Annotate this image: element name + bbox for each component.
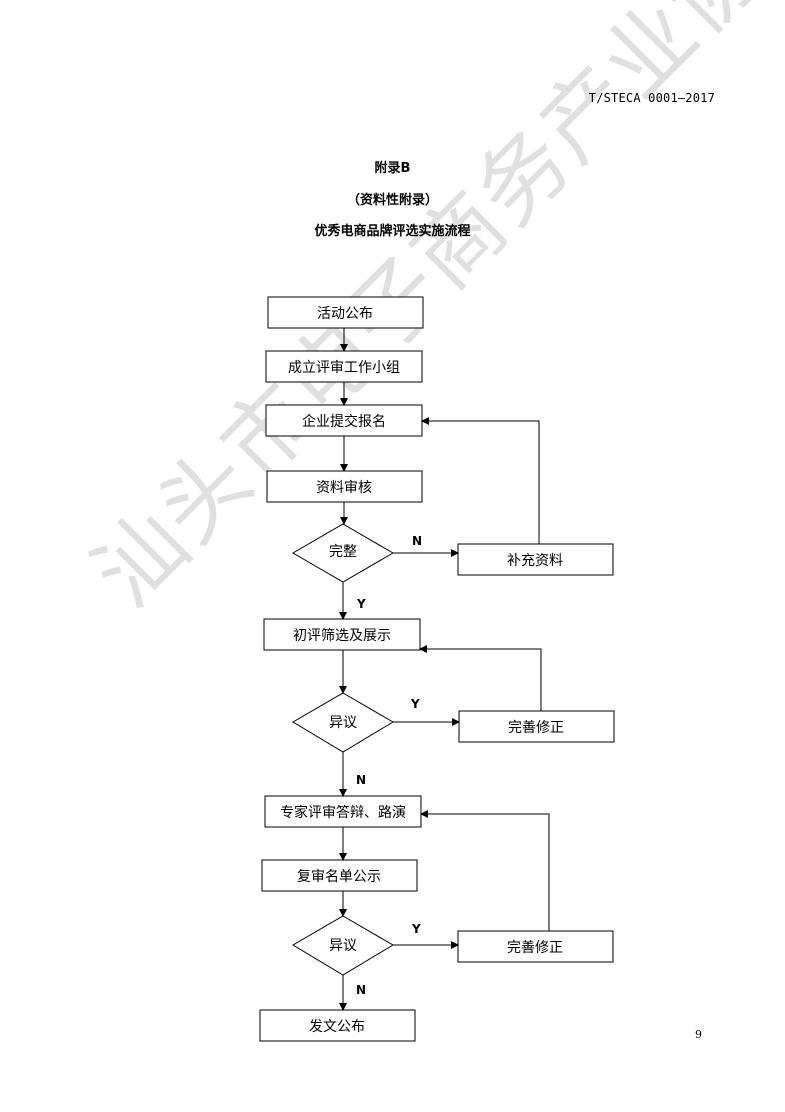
text-publish-activity: 活动公布 (317, 306, 373, 322)
text-form-group: 成立评审工作小组 (288, 360, 400, 376)
text-complete-check: 完整 (329, 544, 357, 560)
page-number: 9 (695, 1028, 702, 1041)
box-improve-2 (457, 930, 614, 963)
text-publish-result: 发文公布 (309, 1019, 365, 1035)
box-review-materials (266, 470, 423, 503)
text-submit-registration: 企业提交报名 (302, 413, 386, 430)
box-form-group (265, 350, 423, 383)
loop-improve-2 (420, 810, 550, 931)
text-improve-1: 完善修正 (508, 720, 564, 736)
appendix-type: （资料性附录） (346, 193, 438, 208)
text-improve-2: 完善修正 (507, 940, 563, 956)
text-supplement-materials: 补充资料 (507, 553, 563, 569)
text-preliminary-selection: 初评筛选及展示 (293, 627, 391, 644)
box-publish-activity (267, 296, 424, 329)
text-objection-1: 异议 (329, 715, 357, 731)
label-objection2-yes: Y (411, 922, 421, 936)
loop-supplement (421, 417, 540, 544)
standard-code: T/STECA 0001—2017 (588, 91, 715, 105)
label-objection1-yes: Y (410, 697, 420, 711)
label-complete-yes: Y (356, 597, 366, 611)
box-publish-result (259, 1009, 416, 1042)
text-expert-review: 专家评审答辩、路演 (280, 804, 406, 821)
box-improve-1 (458, 710, 615, 743)
label-objection2-no: N (356, 983, 366, 997)
box-submit-registration (265, 404, 423, 437)
text-objection-2: 异议 (329, 938, 357, 954)
text-announce-list: 复审名单公示 (297, 868, 381, 885)
label-objection1-no: N (356, 773, 366, 787)
box-supplement-materials (457, 543, 614, 576)
label-complete-no: N (412, 534, 422, 548)
appendix-title: 附录B (374, 161, 411, 176)
box-preliminary-selection (263, 618, 421, 651)
loop-improve-1 (419, 645, 542, 711)
appendix-name: 优秀电商品牌评选实施流程 (314, 224, 471, 239)
text-review-materials: 资料审核 (316, 480, 372, 496)
box-announce-list (261, 859, 418, 892)
